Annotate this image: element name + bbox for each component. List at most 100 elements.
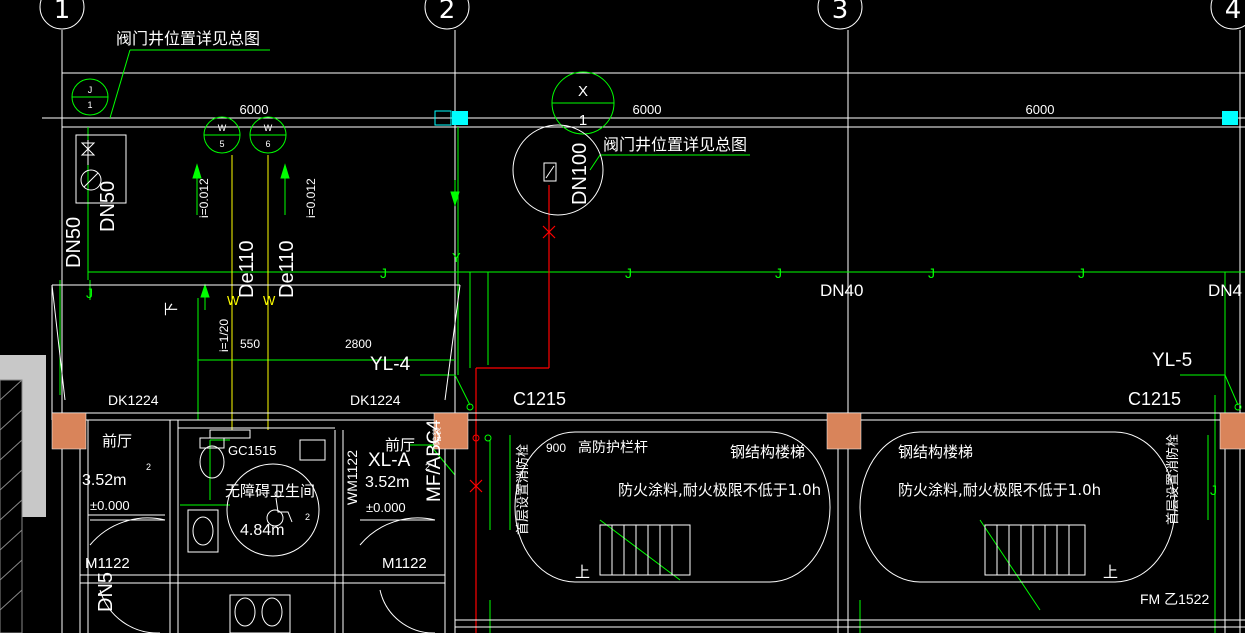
dim-550: 550 — [240, 337, 260, 351]
pipe-dn100: DN100 — [569, 143, 591, 205]
symbol-w6 — [249, 116, 287, 154]
stair-railing-note: 高防护栏杆 — [578, 439, 648, 456]
stair-rounded-outlines — [514, 431, 1176, 583]
wc-fixtures — [187, 429, 326, 557]
extinguisher-label: MF/ABC4 — [424, 419, 445, 502]
basin-fixtures — [229, 594, 291, 633]
hidden-box-note: 暗装 — [431, 427, 443, 445]
grid-lines — [42, 30, 1245, 633]
stair-treads — [599, 524, 1086, 576]
opening-fm: FM 乙1522 — [1140, 591, 1209, 607]
wheelchair-icon — [266, 490, 293, 527]
symbol-w6-top: W — [264, 123, 273, 133]
opening-m1: M1122 — [85, 555, 130, 572]
symbol-w5-bottom: 5 — [219, 139, 224, 149]
room-lobby2-name: 前厅 — [385, 436, 415, 454]
opening-m2: M1122 — [382, 555, 427, 572]
walls — [51, 284, 1245, 633]
pipe-letter-j-2: J — [625, 265, 632, 281]
room-lobby1-area: 3.52m — [82, 472, 126, 489]
room-lobby1-sup: 2 — [146, 462, 151, 472]
pipe-dn50-bottom: DN5 — [95, 572, 117, 612]
pipe-letter-j-3: J — [775, 265, 782, 281]
grid-axis-3: 3 — [832, 0, 849, 25]
pipe-letter-j-6: J — [86, 285, 93, 301]
fire-nodes — [466, 403, 1242, 442]
pipe-dn40: DN40 — [820, 281, 863, 300]
opening-dk2: DK1224 — [350, 392, 401, 408]
dimension-bay1: 6000 — [240, 102, 269, 117]
pipe-de110-b: De110 — [276, 241, 298, 298]
stair-steel-note-2: 钢结构楼梯 — [898, 443, 973, 461]
pipe-letter-j-5: J — [1078, 265, 1085, 281]
pipe-dn50-b: DN50 — [97, 181, 119, 232]
symbol-j1-top: J — [88, 85, 93, 95]
stair-fire-note-2: 防火涂料,耐火极限不低于1.0h — [898, 481, 1101, 499]
dim-2800: 2800 — [345, 337, 372, 351]
room-lobby2-level: ±0.000 — [366, 500, 406, 515]
stair-up-1: 上 — [575, 563, 590, 581]
pipe-de110-a: De110 — [236, 241, 258, 298]
symbol-w5-top: W — [218, 123, 227, 133]
dim-900: 900 — [546, 441, 566, 455]
pipe-letter-w-1: W — [227, 293, 240, 308]
grid-axis-bubbles — [39, 0, 1245, 30]
opening-dk1: DK1224 — [108, 392, 159, 408]
opening-wm: WM1122 — [344, 450, 360, 505]
hatched-wall — [0, 355, 46, 633]
pipe-letter-marks: J J J J J J J Y — [86, 250, 1217, 498]
dimension-bay2: 6000 — [633, 102, 662, 117]
pipe-letter-w-2: W — [263, 293, 276, 308]
grid-axis-4: 4 — [1225, 0, 1242, 25]
valve-well — [512, 124, 604, 216]
pipe-slope-a: i=0.012 — [197, 178, 211, 218]
door-swings — [89, 517, 436, 633]
hydrant-note-2: 首层设置消防栓 — [1165, 434, 1181, 525]
valve-note-2: 阀门井位置详见总图 — [603, 135, 747, 154]
grid-axis-1: 1 — [54, 0, 71, 25]
fire-pipes — [469, 185, 556, 633]
pipe-letter-j-7: J — [1210, 482, 1217, 498]
symbol-j1 — [71, 78, 109, 116]
symbol-x1-top: X — [578, 83, 588, 100]
room-lobby2-sup: 2 — [425, 462, 430, 472]
pipe-letter-j-1: J — [380, 265, 387, 281]
pipe-dn40-b: DN4 — [1208, 281, 1242, 300]
stair-up-2: 上 — [1103, 563, 1118, 581]
stand-pipe-xl-a: XL-A — [368, 450, 411, 471]
room-wc-sup: 2 — [305, 512, 310, 522]
stand-pipe-yl4: YL-4 — [370, 354, 411, 375]
room-lobby2-area: 3.52m — [365, 474, 409, 491]
dimension-bay3: 6000 — [1026, 102, 1055, 117]
room-lobby1-name: 前厅 — [102, 432, 132, 450]
stair-fire-note-1: 防火涂料,耐火极限不低于1.0h — [618, 481, 821, 499]
pipe-letter-y: Y — [452, 250, 461, 265]
pipe-slope-b: i=0.012 — [304, 178, 318, 218]
symbol-x1-bottom: 1 — [579, 112, 587, 129]
opening-gc: GC1515 — [228, 443, 276, 458]
room-wc-name: 无障碍卫生间 — [225, 482, 315, 500]
pipe-slope-c: i=1/20 — [217, 319, 231, 352]
symbol-x1 — [551, 71, 615, 135]
valve-note: 阀门井位置详见总图 — [116, 29, 260, 48]
pipe-letter-j-4: J — [928, 265, 935, 281]
columns — [51, 412, 1245, 450]
grid-axis-2: 2 — [439, 0, 456, 25]
room-wc-area: 4.84m — [240, 522, 284, 539]
stand-pipe-yl5: YL-5 — [1152, 350, 1192, 371]
symbol-w6-bottom: 6 — [265, 139, 270, 149]
meter-box — [75, 134, 127, 204]
symbol-w5 — [203, 116, 241, 154]
drain-pipes — [231, 155, 269, 430]
hydrant-note-1: 首层设置消防栓 — [515, 444, 531, 535]
opening-c2: C1215 — [1128, 389, 1181, 409]
flow-arrows — [192, 163, 460, 310]
pipe-dn50-a: DN50 — [63, 217, 85, 268]
opening-c1: C1215 — [513, 389, 566, 409]
column-markers — [434, 110, 1238, 126]
room-lobby1-level: ±0.000 — [90, 498, 130, 513]
stair-steel-note-1: 钢结构楼梯 — [730, 443, 805, 461]
pipe-down: 下 — [164, 302, 180, 316]
symbol-j1-bottom: 1 — [87, 100, 92, 110]
